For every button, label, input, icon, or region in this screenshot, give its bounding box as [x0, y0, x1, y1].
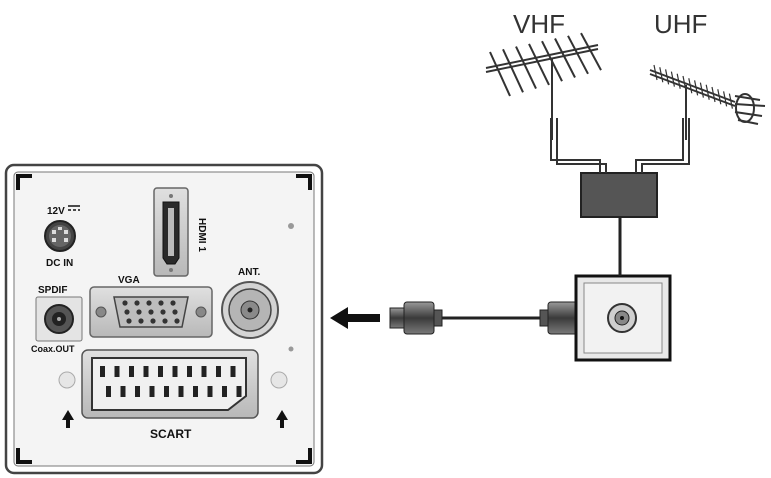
- scart-pin: [100, 366, 105, 377]
- uhf-element: [659, 67, 664, 83]
- vga-pin: [124, 309, 130, 315]
- dc-in-port: 12V DC IN: [44, 205, 80, 269]
- vga-label: VGA: [118, 275, 140, 286]
- uhf-element: [717, 89, 722, 105]
- scart-pin: [178, 386, 184, 397]
- antenna-input-port: ANT.: [221, 267, 279, 339]
- vga-pin: [146, 300, 152, 306]
- scart-label: SCART: [150, 427, 192, 441]
- dc-in-label: DC IN: [46, 258, 73, 269]
- vga-pin: [150, 318, 156, 324]
- uhf-element: [723, 91, 728, 107]
- vga-pin: [158, 300, 164, 306]
- scart-pin: [207, 386, 213, 397]
- screw-mid-right: [288, 346, 294, 352]
- signal-direction-arrow: [330, 307, 380, 329]
- arrow-up-icon: [62, 410, 74, 428]
- spdif-label: SPDIF: [38, 285, 67, 296]
- vhf-element: [502, 48, 524, 93]
- vga-pins: [122, 300, 180, 324]
- uhf-antenna: [649, 64, 766, 140]
- vhf-element: [554, 38, 576, 78]
- vga-pin: [172, 309, 178, 315]
- vga-pin: [134, 300, 140, 306]
- scart-pin: [135, 386, 140, 397]
- scart-pin: [149, 386, 155, 397]
- uhf-element: [728, 93, 733, 109]
- antenna-combiner-box: [580, 172, 658, 218]
- vhf-element: [580, 32, 602, 71]
- arrow-up-icon: [276, 410, 288, 428]
- scart-pin: [129, 366, 134, 377]
- coax-cable: [389, 301, 599, 335]
- scart-pin: [164, 386, 169, 397]
- scart-pin: [114, 366, 120, 377]
- vga-pin: [122, 300, 128, 306]
- uhf-element: [670, 71, 675, 87]
- scart-pin: [172, 366, 178, 377]
- hdmi-port: HDMI 1: [153, 187, 207, 277]
- antenna-downlead-cables: [550, 118, 690, 173]
- scart-pin: [236, 386, 242, 397]
- scart-pin: [106, 386, 111, 397]
- vga-pin: [160, 309, 166, 315]
- scart-pin: [193, 386, 198, 397]
- scart-pin: [187, 366, 192, 377]
- screw-top-right: [288, 223, 294, 229]
- dc-symbol-icon: [68, 205, 80, 211]
- scart-pin: [201, 366, 207, 377]
- vhf-element: [567, 35, 589, 75]
- scart-pin: [222, 386, 227, 397]
- vga-pin: [148, 309, 154, 315]
- scart-pin: [120, 386, 126, 397]
- vhf-antenna-elements: [489, 32, 602, 97]
- scart-pin: [216, 366, 221, 377]
- arrow-left-icon: [330, 307, 380, 329]
- uhf-antenna-elements: [653, 64, 733, 109]
- scart-pin: [143, 366, 149, 377]
- uhf-element: [705, 84, 710, 100]
- vga-pin: [138, 318, 144, 324]
- uhf-element: [699, 82, 704, 98]
- scart-pins: [100, 366, 242, 397]
- vhf-element: [528, 43, 550, 86]
- vga-port: VGA: [89, 275, 213, 338]
- dc-in-voltage-label: 12V: [47, 206, 65, 217]
- scart-pin: [230, 366, 236, 377]
- vga-pin: [170, 300, 176, 306]
- spdif-sublabel: Coax.OUT: [31, 344, 75, 354]
- uhf-label: UHF: [654, 9, 707, 39]
- vga-pin: [136, 309, 142, 315]
- vhf-element: [515, 46, 537, 90]
- vga-pin: [174, 318, 180, 324]
- wall-antenna-socket: [574, 274, 672, 362]
- uhf-element: [711, 86, 716, 103]
- uhf-element: [665, 69, 670, 85]
- uhf-element: [688, 78, 693, 94]
- uhf-element: [653, 64, 658, 81]
- uhf-element: [694, 80, 699, 96]
- scart-pin: [158, 366, 163, 377]
- vhf-element: [489, 51, 511, 97]
- scart-port: SCART: [58, 349, 288, 441]
- vhf-element: [541, 40, 563, 82]
- spdif-coax-port: SPDIF Coax.OUT: [31, 285, 83, 354]
- panel-corner-marks: [16, 174, 312, 464]
- uhf-element: [682, 75, 687, 92]
- vga-pin: [162, 318, 168, 324]
- hdmi-label: HDMI 1: [196, 218, 207, 252]
- vhf-label: VHF: [513, 9, 565, 39]
- uhf-element: [676, 73, 681, 89]
- antenna-input-label: ANT.: [238, 267, 260, 278]
- vhf-antenna: [485, 32, 602, 140]
- vga-pin: [126, 318, 132, 324]
